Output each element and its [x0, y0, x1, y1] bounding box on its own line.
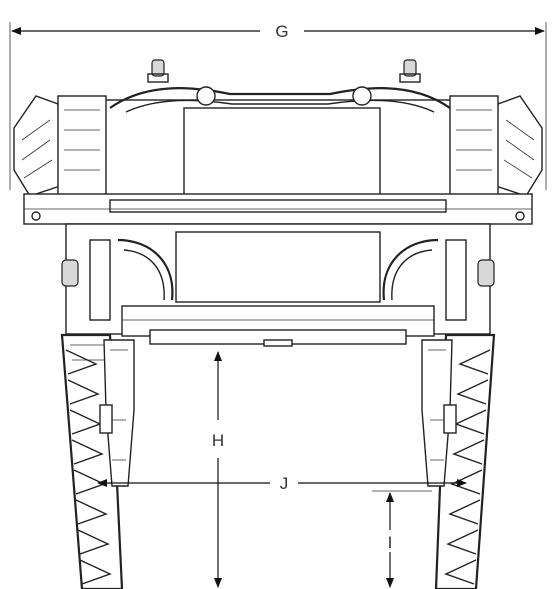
dimension-j-label: J	[280, 474, 289, 493]
left-leg	[99, 339, 135, 487]
dimension-h: H	[212, 351, 224, 588]
dimension-i: I	[372, 490, 432, 588]
dimension-i-label: I	[388, 533, 393, 552]
dimension-g-label: G	[275, 22, 288, 41]
dimension-h-label: H	[212, 431, 224, 450]
main-frame	[13, 59, 543, 347]
dimension-j: J	[97, 474, 467, 493]
dimension-g: G	[9, 22, 547, 190]
right-leg	[421, 339, 457, 487]
